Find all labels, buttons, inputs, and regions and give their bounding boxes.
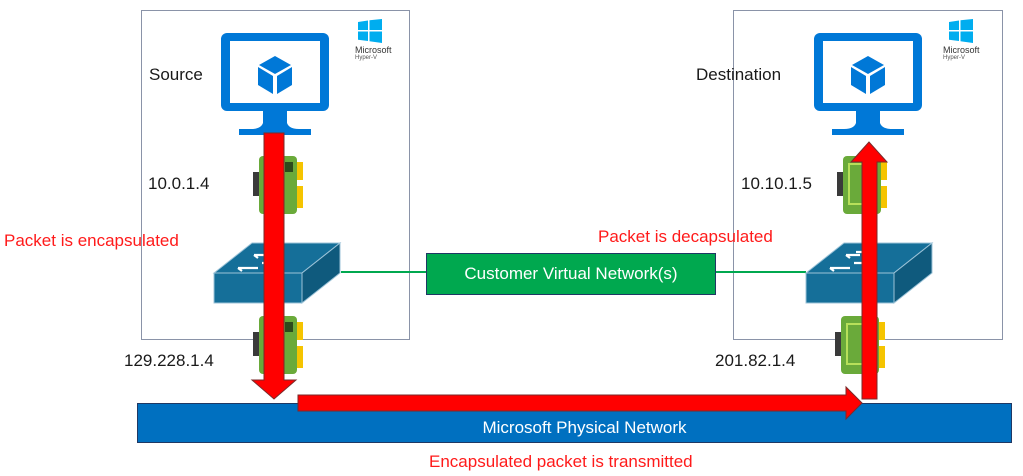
customer-virtual-network-label: Customer Virtual Network(s)	[464, 264, 678, 283]
transmitted-annotation: Encapsulated packet is transmitted	[429, 452, 693, 471]
physical-network-label: Microsoft Physical Network	[482, 418, 687, 437]
customer-network-link-left	[341, 271, 427, 273]
source-virtual-switch-icon	[212, 241, 342, 305]
encapsulated-annotation: Packet is encapsulated	[4, 231, 179, 250]
destination-up-arrow	[849, 141, 889, 400]
source-logo-brand: Microsoft	[355, 45, 392, 55]
destination-logo-brand: Microsoft	[943, 45, 980, 55]
vm-cube-icon	[258, 56, 292, 94]
customer-virtual-network: Customer Virtual Network(s)	[426, 253, 716, 295]
windows-logo-icon	[358, 19, 382, 43]
source-host-ip: 129.228.1.4	[124, 351, 214, 370]
windows-logo-icon	[949, 19, 973, 43]
source-logo-product: Hyper-V	[355, 55, 378, 61]
transmit-right-arrow	[297, 385, 863, 421]
destination-host-label: Destination	[696, 65, 782, 84]
destination-vm-monitor-icon	[814, 33, 922, 135]
decapsulated-annotation: Packet is decapsulated	[598, 227, 773, 246]
destination-vm-ip: 10.10.1.5	[741, 174, 812, 193]
vm-cube-icon	[851, 56, 885, 94]
destination-host-ip: 201.82.1.4	[715, 351, 796, 370]
source-vm-ip: 10.0.1.4	[148, 174, 210, 193]
source-vm-monitor-icon	[221, 33, 329, 135]
source-host-label: Source	[149, 65, 203, 84]
customer-network-link-right	[716, 271, 806, 273]
source-down-arrow	[250, 132, 298, 400]
destination-logo-product: Hyper-V	[943, 55, 966, 61]
